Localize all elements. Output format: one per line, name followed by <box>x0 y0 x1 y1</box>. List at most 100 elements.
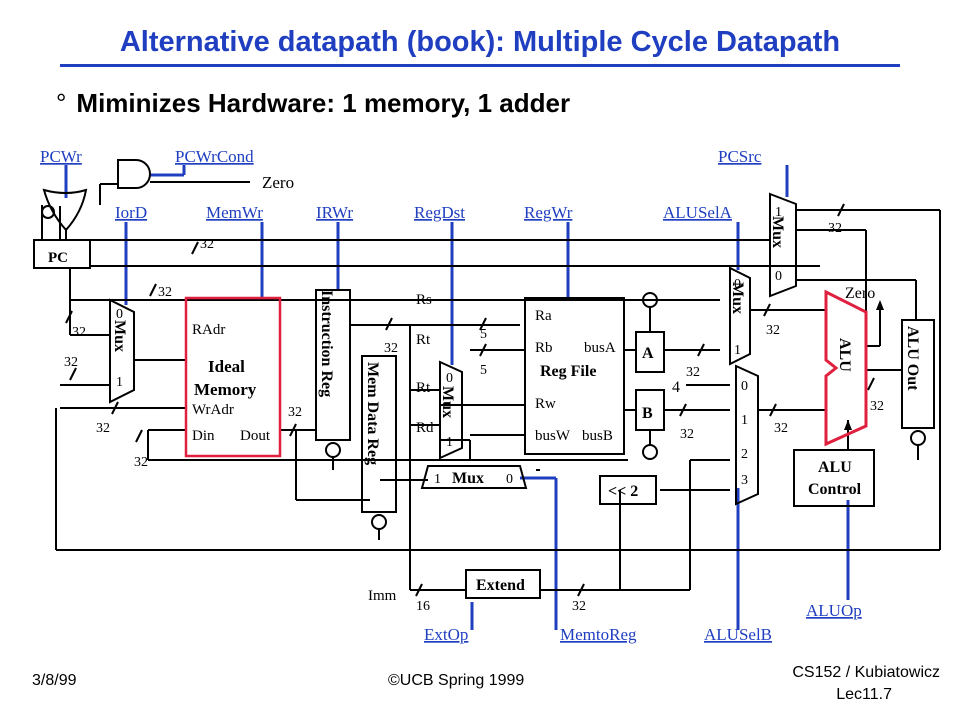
label-rd: Rd <box>416 420 434 436</box>
rf-busA: busA <box>584 340 616 356</box>
memory-title-1: Ideal <box>208 357 245 376</box>
label-aluop: ALUOp <box>806 601 862 620</box>
regdst-mux <box>439 360 463 460</box>
iord-sel-0: 0 <box>116 307 123 322</box>
aluselA-mux <box>729 266 751 366</box>
pcsrc-sel-1: 1 <box>775 205 782 220</box>
mem-data-register <box>361 355 397 513</box>
memtoreg-sel-1: 1 <box>434 472 441 487</box>
label-imm: Imm <box>368 588 397 604</box>
label-pcwrcond: PCWrCond <box>175 147 254 166</box>
alu-zero-label: Zero <box>845 285 875 302</box>
bus-width: 32 <box>288 405 302 420</box>
memtoreg-mux <box>420 465 528 489</box>
label-aluselB: ALUSelB <box>704 625 772 644</box>
alu-control <box>793 449 875 507</box>
bus-width: 32 <box>96 421 110 436</box>
memory-dout: Dout <box>240 428 271 444</box>
bus-width: 32 <box>870 399 884 414</box>
label-pcwr: PCWr <box>40 147 82 166</box>
label-irwr: IRWr <box>316 203 353 222</box>
iord-sel-1: 1 <box>116 375 123 390</box>
bus-width: 32 <box>828 221 842 236</box>
shift-label: << 2 <box>608 483 638 500</box>
aluselA-sel-1: 1 <box>734 343 741 358</box>
b-clock-bubble <box>642 444 658 460</box>
bus-width: 32 <box>774 421 788 436</box>
pc-register <box>33 239 91 269</box>
label-rs: Rs <box>416 292 432 308</box>
aluselA-mux-label: Mux <box>729 282 746 314</box>
rf-rw: Rw <box>535 396 556 412</box>
aluselB-mux <box>735 364 759 506</box>
ir-clock-bubble <box>325 442 341 458</box>
alu-label: ALU <box>836 338 853 372</box>
rf-busB: busB <box>582 428 613 444</box>
bus-width: 5 <box>480 363 487 378</box>
iord-mux <box>109 298 135 404</box>
bus-slashes <box>65 203 875 597</box>
label-extop: ExtOp <box>424 625 468 644</box>
rf-title: Reg File <box>540 363 596 380</box>
register-a-label: A <box>642 345 654 362</box>
data-wires <box>41 181 941 591</box>
label-regwr: RegWr <box>524 203 573 222</box>
bullet-text: Miminizes Hardware: 1 memory, 1 adder <box>76 88 571 118</box>
label-zero-top: Zero <box>262 173 294 192</box>
label-memwr: MemWr <box>206 203 263 222</box>
bus-width: 32 <box>766 323 780 338</box>
or-gate <box>42 188 88 232</box>
register-file <box>524 297 625 455</box>
bus-width: 32 <box>680 427 694 442</box>
pc-label: PC <box>48 250 68 266</box>
rf-ra: Ra <box>535 308 552 324</box>
label-pcsrc: PCSrc <box>718 147 762 166</box>
alu <box>824 289 868 447</box>
alu-out-register <box>901 319 935 429</box>
label-regdst: RegDst <box>414 203 465 222</box>
label-iord: IorD <box>115 203 147 222</box>
alu-control-label-1: ALU <box>818 459 852 476</box>
pcsrc-sel-0: 0 <box>775 269 782 284</box>
rf-rb: Rb <box>535 340 553 356</box>
memory-title-2: Memory <box>194 380 257 399</box>
bullet-symbol: ° <box>56 88 67 118</box>
label-rt-1: Rt <box>416 332 431 348</box>
bus-width: 32 <box>686 365 700 380</box>
footer-course: CS152 / Kubiatowicz <box>792 664 940 681</box>
footer-date: 3/8/99 <box>32 672 77 689</box>
memory-din: Din <box>192 428 215 444</box>
pcsrc-mux-label: Mux <box>769 216 786 248</box>
register-b-label: B <box>642 405 653 422</box>
memtoreg-sel-0: 0 <box>506 472 513 487</box>
control-wires <box>64 165 850 630</box>
mdr-clock-bubble <box>371 514 387 530</box>
ideal-memory <box>184 296 282 458</box>
aluselB-sel-1: 1 <box>741 413 748 428</box>
bus-width: 32 <box>72 325 86 340</box>
bus-width: 32 <box>134 455 148 470</box>
aluselB-sel-0: 0 <box>741 379 748 394</box>
slide-title: Alternative datapath (book): Multiple Cy… <box>119 26 841 58</box>
regdst-mux-label: Mux <box>439 386 456 418</box>
memory-radr: RAdr <box>192 322 225 338</box>
memtoreg-mux-label: Mux <box>452 470 484 487</box>
instruction-reg-label: Instruction Reg <box>318 290 335 397</box>
memory-wradr: WrAdr <box>192 402 234 418</box>
aluselB-sel-3: 3 <box>741 473 748 488</box>
mem-data-reg-label: Mem Data Reg <box>364 362 381 465</box>
arrowheads <box>844 300 884 430</box>
label-memtoreg: MemtoReg <box>560 625 637 644</box>
bus-width: 32 <box>64 355 78 370</box>
extend-label: Extend <box>476 577 525 594</box>
alu-out-label: ALU Out <box>904 326 921 391</box>
instruction-register <box>315 289 351 441</box>
pcsrc-mux <box>769 192 797 298</box>
regdst-sel-1: 1 <box>446 435 453 450</box>
bus-width: 5 <box>480 327 487 342</box>
bus-width: 32 <box>158 285 172 300</box>
bus-width: 16 <box>416 599 430 614</box>
label-rt-2: Rt <box>416 380 431 396</box>
aluout-clock-bubble <box>910 430 926 446</box>
